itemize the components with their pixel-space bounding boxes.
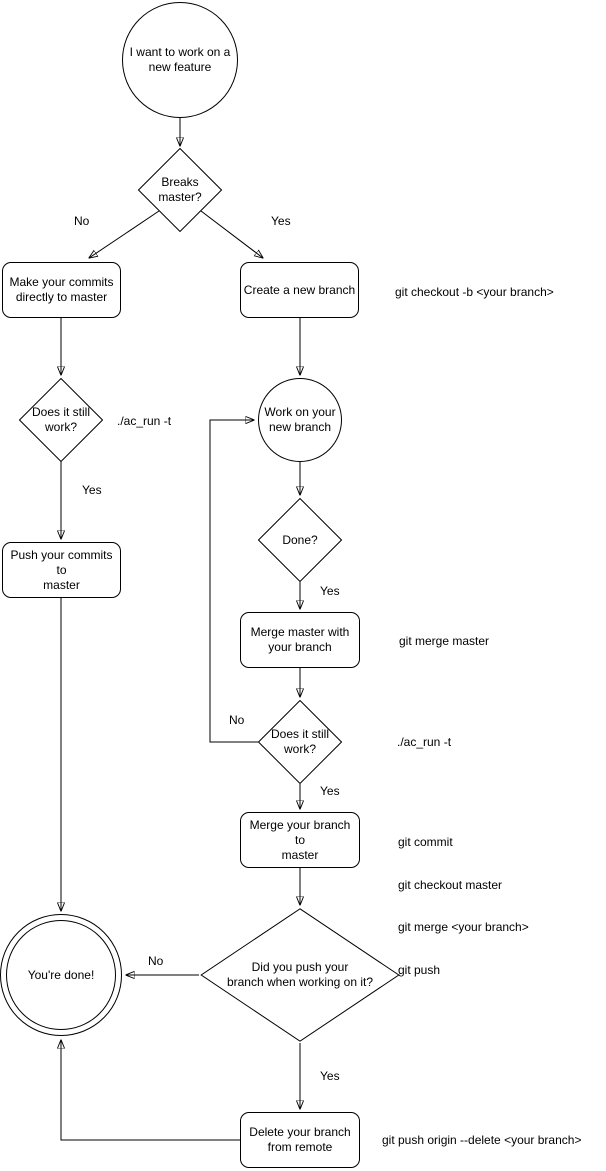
annotation-delete-remote-cmd: git push origin --delete <your branch> (382, 1133, 582, 1147)
node-youre-done-label: You're done! (27, 967, 95, 982)
node-work-on-branch-label: Work on your new branch (264, 405, 336, 434)
node-breaks-master: Breaks master? (138, 148, 222, 232)
edge-delete-branch-to-youre-done (61, 1040, 240, 1141)
node-does-it-work-1-label: Does it still work? (31, 405, 90, 434)
edge-breaks-master-no-to-make-commits (89, 210, 160, 258)
annotation-merge-master-cmd: git merge master (399, 634, 490, 648)
edge-label-push-yes: Yes (318, 1069, 342, 1083)
node-done-q-label: Done? (282, 532, 318, 547)
annotation-ac-run-1: ./ac_run -t (117, 414, 172, 428)
node-delete-branch: Delete your branch from remote (240, 1112, 360, 1168)
annotation-ac-run-2: ./ac_run -t (397, 735, 452, 749)
node-does-it-work-1: Does it still work? (19, 378, 103, 462)
diamond-shape (138, 148, 222, 232)
node-did-you-push-label: Did you push your branch when working on… (226, 960, 374, 989)
node-create-branch: Create a new branch (240, 262, 359, 318)
node-merge-branch: Merge your branch to master (240, 812, 360, 868)
node-merge-master-label: Merge master with your branch (250, 625, 350, 654)
node-merge-master: Merge master with your branch (240, 612, 360, 668)
node-youre-done: You're done! (0, 914, 122, 1036)
annotation-merge-to-master-cmds: git commit git checkout master git merge… (398, 807, 529, 1005)
node-start-label: I want to work on a new feature (129, 45, 231, 74)
annotation-cmd-git-commit: git commit (398, 835, 453, 849)
youre-done-inner-ring: You're done! (6, 920, 116, 1030)
node-did-you-push: Did you push your branch when working on… (200, 908, 400, 1042)
edge-does-it-work-2-no-to-work-on-branch (209, 420, 258, 743)
edge-label-work1-yes: Yes (80, 483, 104, 497)
node-make-commits-label: Make your commits directly to master (9, 275, 114, 304)
node-breaks-master-label: Breaks master? (158, 175, 202, 204)
edge-label-work2-yes: Yes (318, 784, 342, 798)
edge-label-work2-no: No (227, 713, 247, 727)
edge-label-breaks-no: No (72, 214, 92, 228)
node-done-q: Done? (258, 498, 342, 582)
node-merge-branch-label: Merge your branch to master (249, 817, 351, 862)
diamond-shape (19, 378, 103, 462)
annotation-cmd-git-merge-branch: git merge <your branch> (398, 920, 529, 934)
node-does-it-work-2: Does it still work? (258, 700, 342, 784)
diamond-shape (258, 498, 342, 582)
diamond-shape (200, 908, 400, 1042)
node-create-branch-label: Create a new branch (243, 282, 356, 297)
node-delete-branch-label: Delete your branch from remote (249, 1125, 351, 1154)
node-make-commits: Make your commits directly to master (2, 262, 121, 318)
node-does-it-work-2-label: Does it still work? (270, 727, 329, 756)
edge-label-breaks-yes: Yes (269, 214, 293, 228)
diamond-shape (258, 700, 342, 784)
node-push-commits-label: Push your commits to master (10, 547, 113, 592)
node-work-on-branch: Work on your new branch (258, 378, 342, 462)
edge-label-done-yes: Yes (318, 584, 342, 598)
node-start: I want to work on a new feature (122, 2, 238, 118)
edge-breaks-master-yes-to-create-branch (200, 210, 263, 258)
annotation-cmd-git-checkout-master: git checkout master (398, 877, 503, 892)
annotation-cmd-git-push: git push (398, 962, 441, 977)
node-push-commits: Push your commits to master (2, 542, 121, 598)
edge-label-push-no: No (146, 954, 166, 968)
annotation-checkout-branch: git checkout -b <your branch> (395, 285, 554, 299)
